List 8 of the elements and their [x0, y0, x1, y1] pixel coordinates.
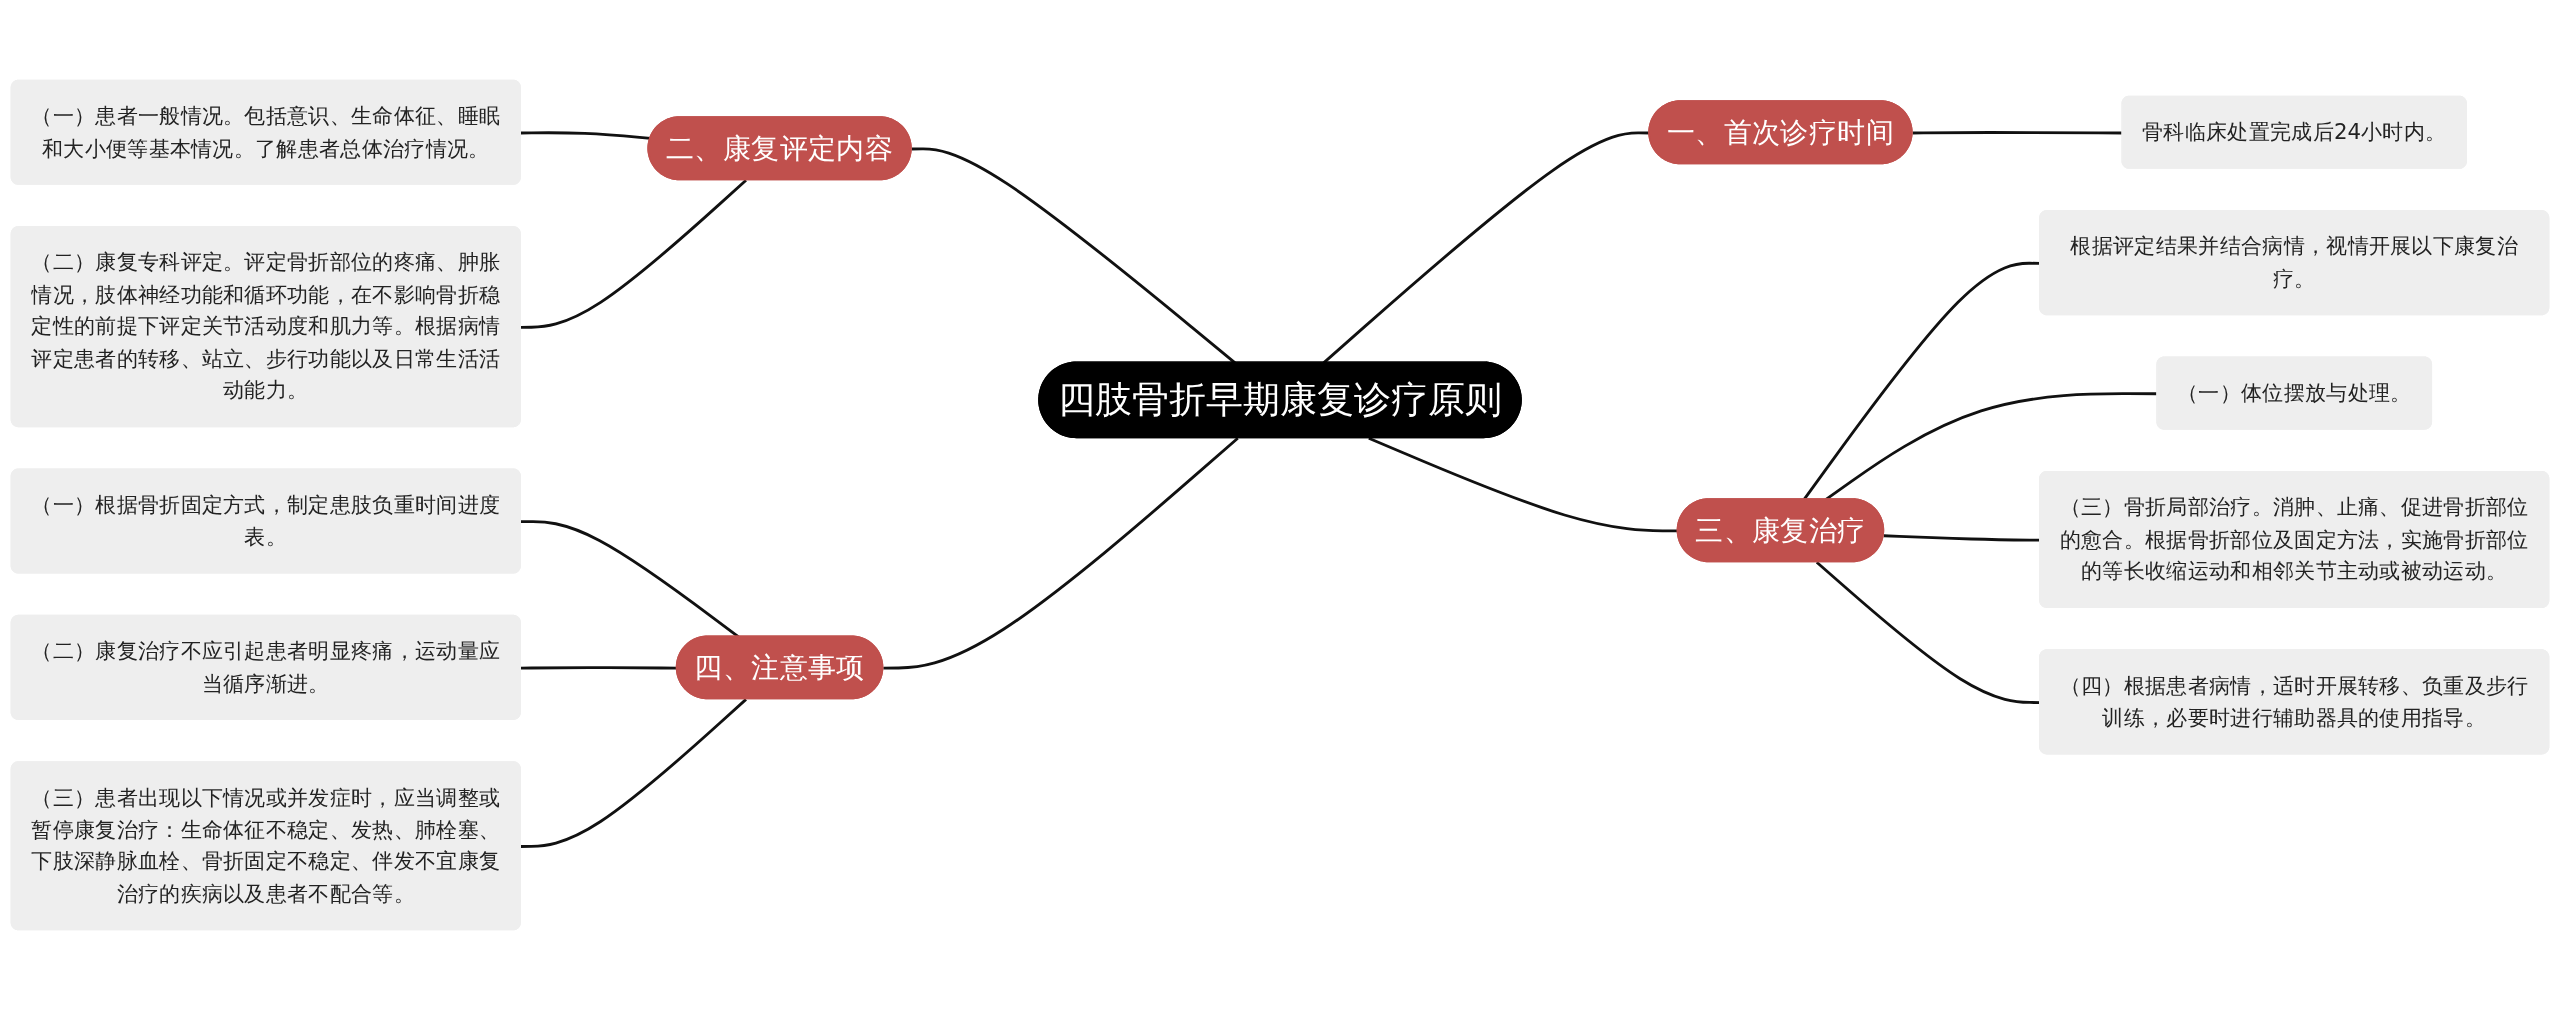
connector [911, 147, 1236, 364]
connector [520, 520, 740, 638]
connector [520, 698, 747, 848]
connector [883, 437, 1239, 670]
connector [520, 131, 651, 140]
connector [1912, 131, 2123, 135]
connector [1322, 131, 1650, 364]
connector [520, 179, 747, 329]
